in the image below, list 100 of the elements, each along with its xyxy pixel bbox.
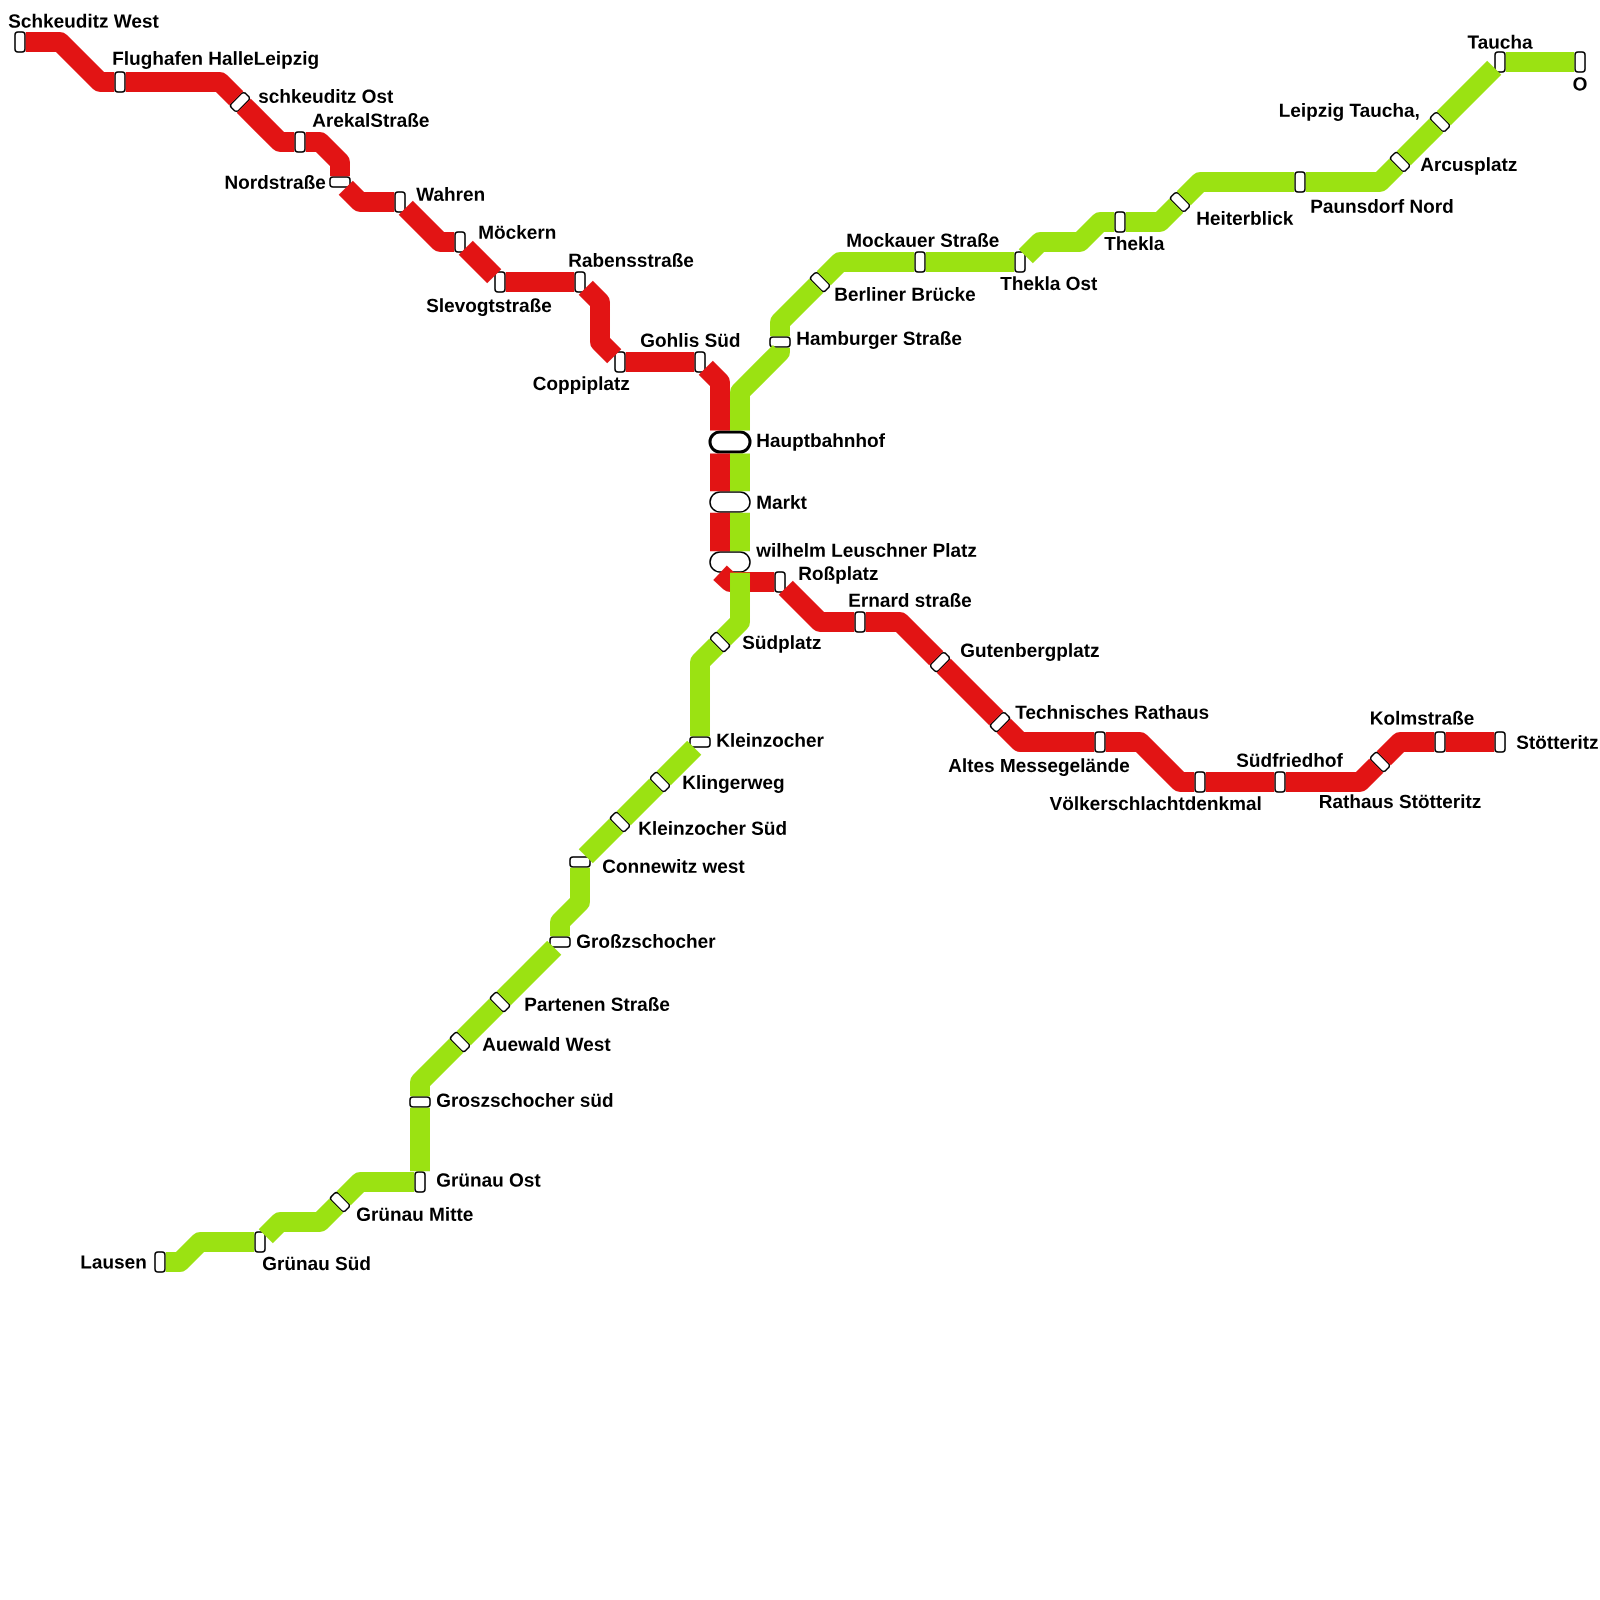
track-line — [578, 280, 622, 364]
station-marker — [914, 251, 926, 273]
station-marker — [229, 91, 251, 113]
track-line — [410, 1038, 464, 1097]
station-marker — [574, 271, 586, 293]
station-name: Taucha — [1467, 34, 1533, 49]
track-line — [716, 572, 750, 646]
station-marker — [1369, 751, 1391, 773]
station-marker — [1294, 171, 1306, 193]
station-marker — [609, 811, 631, 833]
station-marker — [1389, 151, 1411, 173]
track-line — [1376, 732, 1435, 766]
station-name: Kolmstraße — [1371, 710, 1474, 725]
station-name: Völkerschlachtdenkmal — [1049, 796, 1261, 811]
station-marker — [809, 271, 831, 293]
station-name: wilhelm Leuschner Platz — [756, 543, 977, 557]
track-line — [770, 278, 824, 337]
station-marker — [1169, 191, 1191, 213]
track-line — [1445, 732, 1495, 752]
track-line — [1176, 172, 1295, 206]
track-line — [816, 252, 915, 286]
station-name: Ernard straße — [849, 593, 972, 607]
station-name: Stötteritz — [1516, 735, 1598, 749]
track-line — [730, 453, 750, 492]
station-name: Schkeuditz West — [8, 13, 159, 28]
station-name: Mockauer Straße — [847, 233, 999, 247]
station-name: Kleinzocher Süd — [639, 821, 786, 835]
station-marker — [774, 571, 786, 593]
station-name: Coppiplatz — [533, 376, 630, 394]
track-line — [236, 98, 295, 152]
station-name: Großzschocher — [577, 934, 716, 948]
track-line — [125, 72, 244, 106]
track-line — [550, 867, 590, 937]
track-line — [865, 612, 944, 666]
station-name: Wahren — [416, 187, 484, 201]
station-name: Klingerweg — [683, 775, 784, 793]
track-line — [1436, 60, 1502, 126]
track-line — [505, 272, 575, 292]
station-name: Auewald West — [482, 1037, 611, 1051]
station-name: Altes Messegelände — [948, 758, 1130, 776]
station-marker — [769, 336, 791, 348]
station-marker — [709, 631, 731, 653]
station-name: Flughafen HalleLeipzig — [113, 51, 318, 69]
track-line — [305, 132, 350, 177]
station-name: Südplatz — [742, 635, 821, 653]
station-name: Rabensstraße — [569, 253, 694, 267]
station-marker — [694, 351, 706, 373]
track-line — [165, 1232, 255, 1272]
station-marker — [549, 936, 571, 948]
station-name: Berliner Brücke — [835, 287, 976, 301]
station-name: Heiterblick — [1197, 211, 1294, 225]
station-marker — [409, 1096, 431, 1108]
track-line — [616, 778, 664, 826]
station-marker — [1434, 731, 1446, 753]
station-marker — [1014, 251, 1026, 273]
track-line — [398, 200, 455, 252]
station-name: Kleinzocher — [717, 733, 824, 747]
station-name: Paunsdorf Nord — [1311, 199, 1453, 213]
station-name: Roßplatz — [799, 566, 878, 584]
station-marker — [649, 771, 671, 793]
station-name: Nordstraße — [225, 175, 326, 189]
station-name: Grünau Mitte — [357, 1207, 473, 1221]
station-name: Grünau Süd — [263, 1256, 370, 1271]
track-line — [258, 1198, 344, 1244]
station-name: schkeuditz Ost — [258, 89, 394, 103]
station-marker — [1429, 111, 1451, 133]
track-line — [456, 998, 504, 1046]
track-line — [690, 638, 724, 737]
station-marker — [854, 611, 866, 633]
station-name: Connewitz west — [603, 859, 745, 873]
station-marker — [989, 711, 1011, 733]
track-line — [578, 818, 624, 864]
station-marker — [1274, 771, 1286, 793]
station-marker — [254, 1231, 266, 1253]
track-line — [1125, 198, 1184, 232]
station-marker — [929, 651, 951, 673]
track-line — [458, 240, 502, 284]
station-marker — [414, 1171, 426, 1193]
station-name: Lausen — [81, 1255, 146, 1269]
track-line — [710, 512, 730, 552]
track-line — [710, 453, 730, 492]
track-line — [925, 252, 1015, 272]
station-marker — [1494, 51, 1506, 73]
station-name: Groszschocher süd — [437, 1093, 613, 1107]
track-line — [1505, 52, 1575, 72]
station-marker — [1194, 771, 1206, 793]
track-line — [778, 580, 855, 632]
track-line — [730, 342, 790, 431]
track-line — [698, 360, 730, 431]
station-name: Gutenbergplatz — [961, 643, 1099, 661]
station-marker — [329, 1191, 351, 1213]
track-line — [1205, 772, 1275, 792]
track-line — [656, 740, 702, 786]
station-marker — [114, 71, 126, 93]
track-line — [410, 1107, 430, 1172]
station-marker — [394, 191, 406, 213]
track-line — [713, 565, 775, 592]
track-line — [496, 940, 562, 1006]
station-marker — [1114, 211, 1126, 233]
station-marker — [454, 231, 466, 253]
